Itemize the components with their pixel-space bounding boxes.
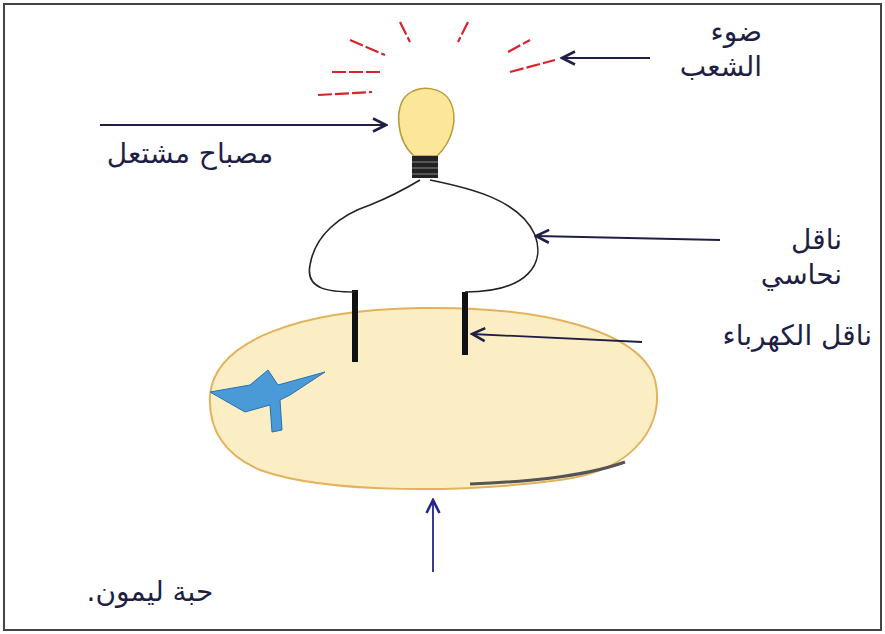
- copper-wire: [309, 180, 537, 292]
- bulb-glass: [399, 88, 454, 156]
- bulb-label: مصباح مشتعل: [40, 136, 340, 171]
- bulb-base: [412, 156, 438, 178]
- leader-arrow: [432, 500, 434, 572]
- leader-arrow: [472, 334, 642, 342]
- lemon-shadow: [470, 462, 625, 484]
- bulb-thread: [412, 162, 438, 174]
- electrode: [462, 292, 468, 355]
- light-label: ضوء الشعب: [662, 14, 762, 84]
- leader-arrow: [100, 124, 386, 126]
- frame: [4, 4, 881, 630]
- leaf: [210, 370, 325, 432]
- lemon: [210, 308, 657, 489]
- lemon-label: حبة ليمون.: [40, 574, 260, 609]
- light-rays: [318, 22, 555, 95]
- leader-arrow: [562, 57, 650, 59]
- wire-label: ناقل نحاسي: [730, 222, 842, 292]
- leader-arrow: [536, 236, 720, 240]
- electrode: [352, 290, 358, 362]
- electrode-label: ناقل الكهرباء: [650, 318, 872, 353]
